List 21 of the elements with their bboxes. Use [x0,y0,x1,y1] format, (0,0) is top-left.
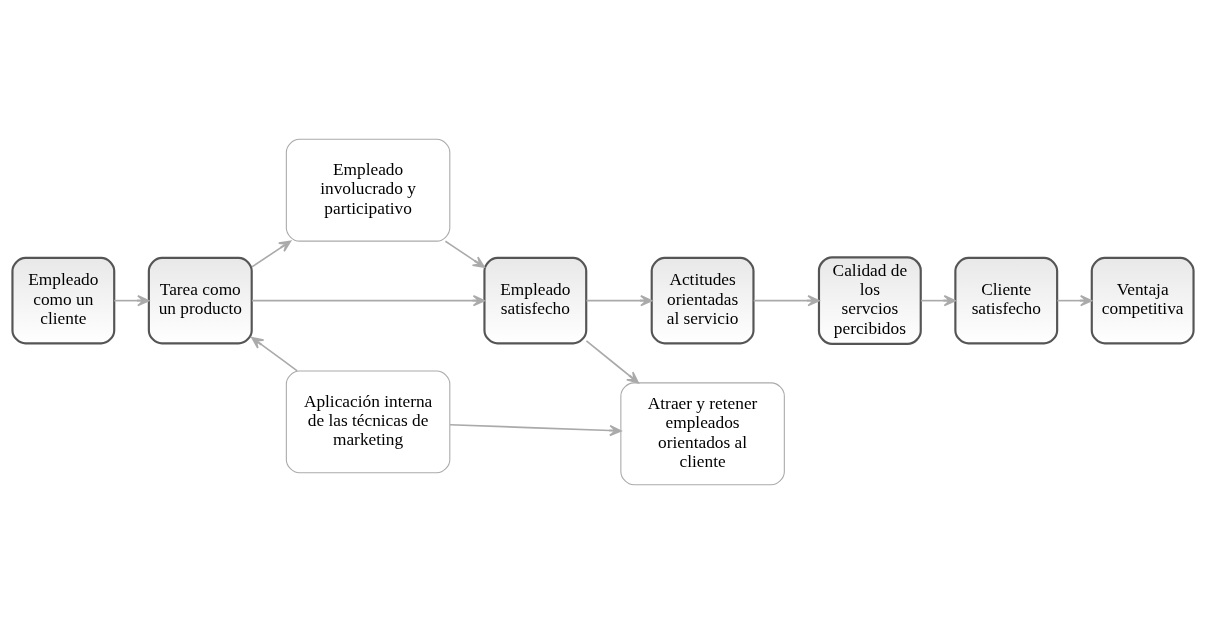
node-box: Atraer y retener empleados orientados al cliente [620,381,785,485]
arrow [444,239,486,268]
arrow [251,294,486,306]
node-box: Empleado como un cliente [11,256,116,344]
node-box: Tarea como un producto [147,256,253,344]
node-box: Cliente satisfecho [954,256,1059,344]
arrow [752,294,820,306]
node-box: Aplicación interna de las técnicas de marketing [285,369,451,473]
node-box: Calidad de los servcios percibidos [817,255,922,345]
arrow [585,339,640,384]
node-box: Empleado satisfecho [483,256,588,344]
arrow [251,239,292,268]
node-box: Ventaja competitiva [1090,256,1195,344]
arrow [251,336,298,372]
arrow [1056,294,1093,306]
arrow [449,423,622,436]
arrow [585,294,653,306]
arrow [113,294,150,306]
arrow [920,294,956,306]
node-box: Actitudes orientadas al servicio [650,256,755,344]
node-box: Empleado involucrado y participativo [285,138,451,242]
